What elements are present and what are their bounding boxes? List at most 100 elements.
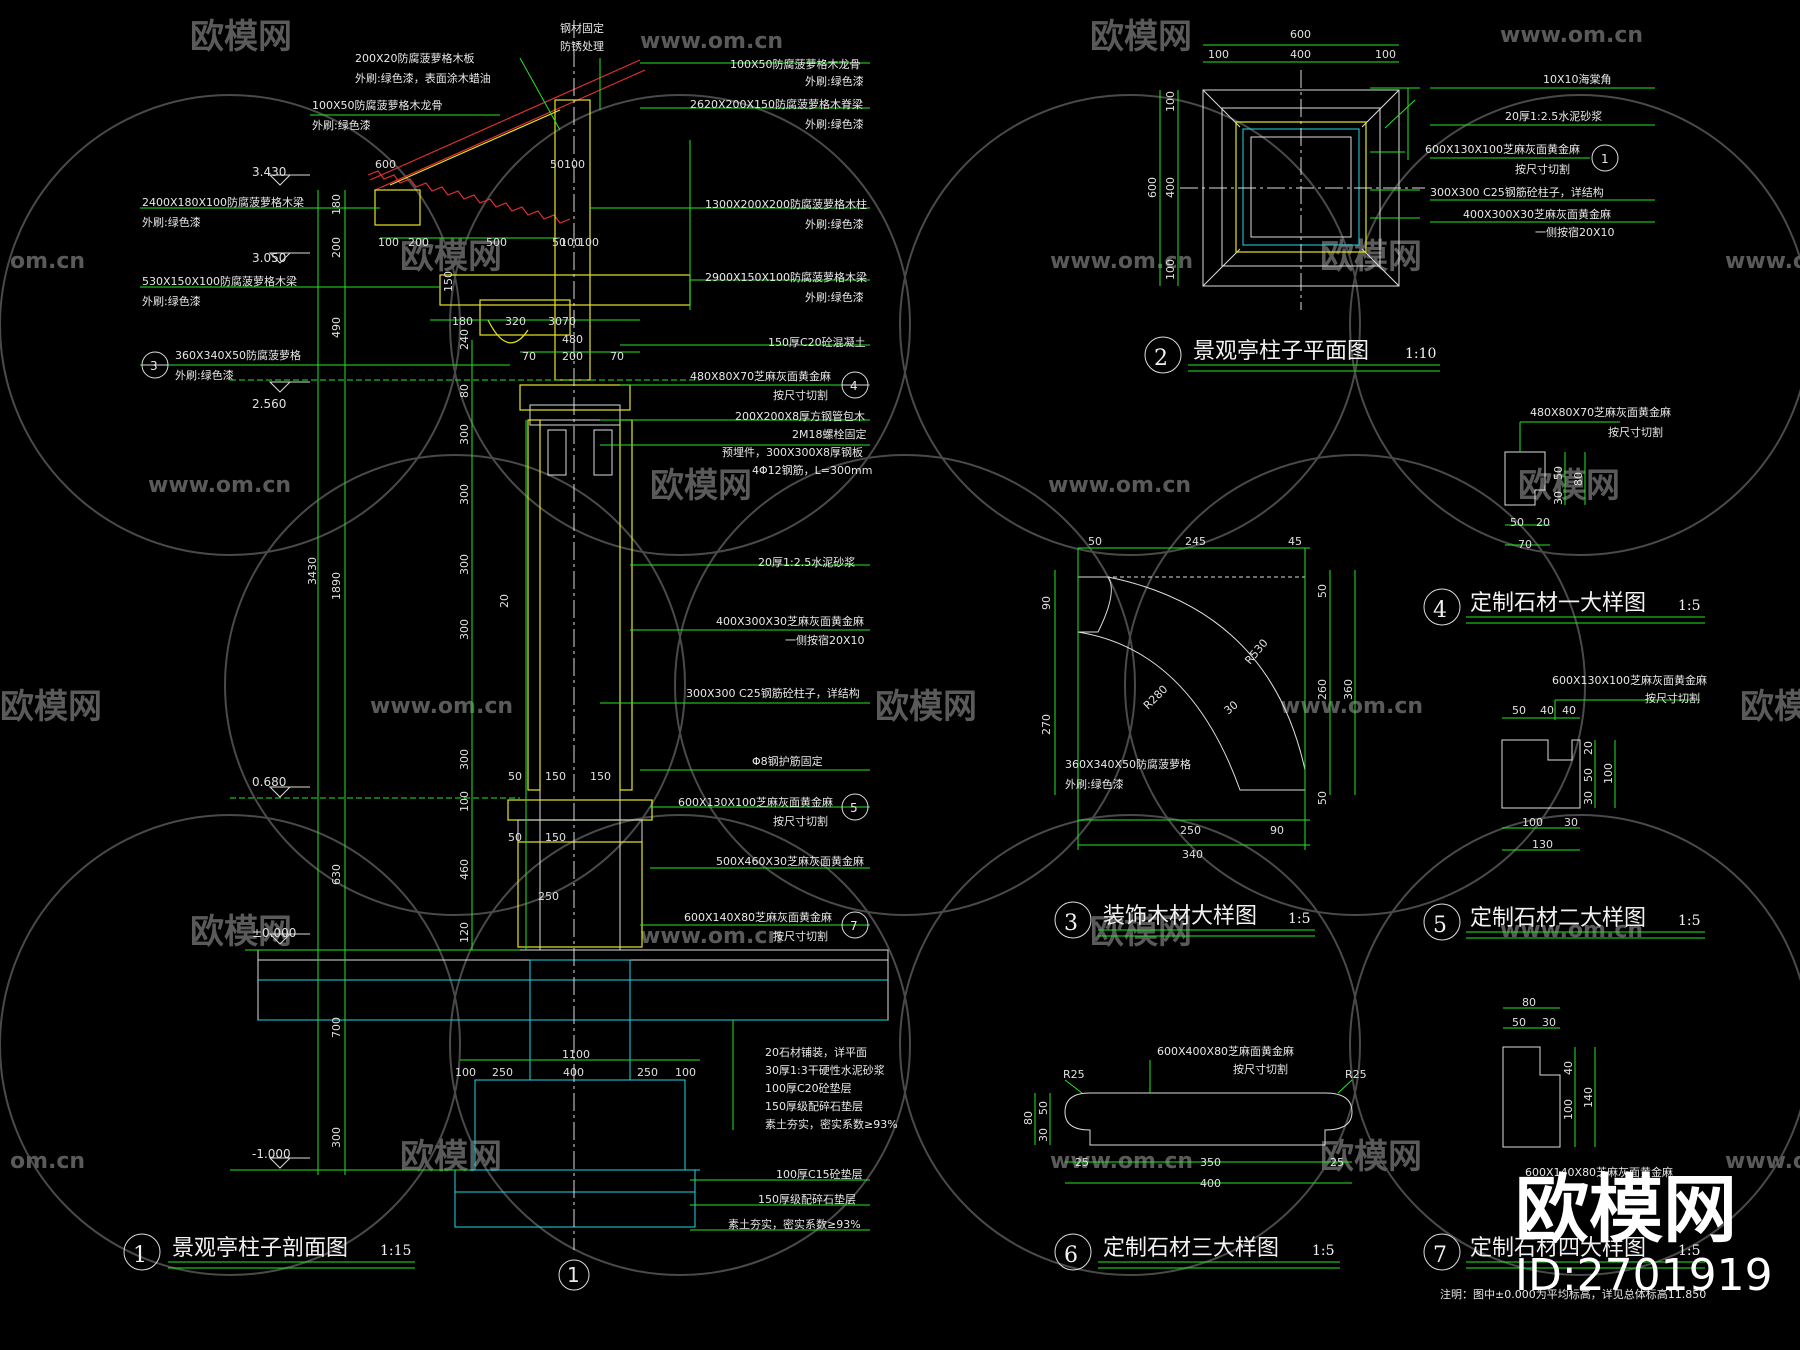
dim-label: 100 xyxy=(1602,763,1615,784)
callout-text: 一侧按宿20X10 xyxy=(1535,225,1615,239)
level-label: 0.680 xyxy=(252,775,286,789)
dim-label: 30 xyxy=(1222,698,1241,717)
watermark-url: om.cn xyxy=(10,249,85,274)
callout-text: 外刷:绿色漆 xyxy=(1065,777,1124,791)
dim-label: 490 xyxy=(330,317,343,338)
callout-text: 外刷:绿色漆 xyxy=(142,215,201,229)
watermark-brand: 欧模网 xyxy=(650,466,752,506)
dim-label: 100 xyxy=(378,236,399,249)
dim-label: 100 xyxy=(1208,48,1229,61)
watermark-brand: 欧模网 xyxy=(875,687,977,727)
dim-label: 100 xyxy=(1164,259,1177,280)
watermark-url: www.om.cn xyxy=(148,473,291,498)
section-callouts-left: 200X20防腐菠萝格木板 外刷:绿色漆，表面涂木蜡油 100X50防腐菠萝格木… xyxy=(142,51,491,382)
dim-label: 300 xyxy=(458,484,471,505)
section-title-number: 1 xyxy=(133,1243,147,1268)
callout-text: 按尺寸切割 xyxy=(773,388,828,402)
detail6-drawing: R25 R25 80 50 30 25 350 25 400 600X400X8… xyxy=(1022,1044,1367,1271)
dim-label: 140 xyxy=(1582,1087,1595,1108)
callout-text: 100厚C15砼垫层 xyxy=(776,1167,863,1181)
dim-label: 150 xyxy=(442,271,455,292)
plan-title-number: 2 xyxy=(1154,346,1168,371)
dim-label: 250 xyxy=(1180,824,1201,837)
callout-text: 按尺寸切割 xyxy=(773,814,828,828)
watermark-logo: 欧模网 ID:2701919 xyxy=(1515,1167,1773,1301)
section-callouts-right: 钢材固定 防锈处理 100X50防腐菠萝格木龙骨 外刷:绿色漆 2620X200… xyxy=(560,21,898,1231)
callout-text: 360X340X50防腐菠萝格 xyxy=(1065,757,1191,771)
callout-text: 4Φ12钢筋，L=300mm xyxy=(752,463,872,477)
ref-number: 4 xyxy=(850,379,858,393)
dim-label: 340 xyxy=(1182,848,1203,861)
dim-label: 180 xyxy=(452,315,473,328)
dim-label: 600 xyxy=(1290,28,1311,41)
dim-label: 400 xyxy=(563,1066,584,1079)
callout-text: 150厚C20砼混凝土 xyxy=(768,335,866,349)
detail3-title-number: 3 xyxy=(1064,911,1078,936)
level-label: 3.430 xyxy=(252,165,286,179)
dim-label: 150 xyxy=(545,831,566,844)
plan-drawing: 1 600 100 400 100 100 400 100 600 10X10海… xyxy=(1144,28,1655,374)
watermark-url: www.om.cn xyxy=(640,29,783,54)
callout-text: 外刷:绿色漆 xyxy=(805,74,864,88)
dim-label: 250 xyxy=(637,1066,658,1079)
dim-label: 50 xyxy=(1512,704,1526,717)
watermark-url: www.om.cn xyxy=(1050,249,1193,274)
dim-label: 600 xyxy=(375,158,396,171)
dim-label: R25 xyxy=(1063,1068,1085,1081)
watermark-url: www.om.cn xyxy=(1500,918,1643,943)
dim-label: 100 xyxy=(578,236,599,249)
dim-label: 80 xyxy=(458,384,471,398)
callout-text: 600X130X100芝麻灰面黄金麻 xyxy=(1552,673,1707,687)
watermark-url: www.om.cn xyxy=(1280,694,1423,719)
dim-label: 50 xyxy=(552,236,566,249)
callout-text: 600X130X100芝麻灰面黄金麻 xyxy=(1425,142,1580,156)
callout-text: 素土夯实，密实系数≥93% xyxy=(728,1217,861,1231)
callout-text: 400X300X30芝麻灰面黄金麻 xyxy=(716,614,864,628)
dim-label: 180 xyxy=(330,194,343,215)
watermark-brand: 欧模网 xyxy=(190,912,292,952)
dim-label: 50100 xyxy=(550,158,585,171)
dim-label: 130 xyxy=(1532,838,1553,851)
dim-label: 30 xyxy=(1552,491,1565,505)
callout-text: 2M18螺栓固定 xyxy=(792,427,867,441)
watermark-brand: 欧模网 xyxy=(1740,687,1800,727)
dim-label: 30 xyxy=(1582,791,1595,805)
detail5-scale: 1:5 xyxy=(1678,913,1701,929)
dim-label: 80 xyxy=(1022,1111,1035,1125)
detail6-title: 定制石材三大样图 xyxy=(1103,1236,1279,1261)
detail4-scale: 1:5 xyxy=(1678,598,1701,614)
dim-label: 40 xyxy=(1562,704,1576,717)
section-levels: 3.430 3.050 2.560 0.680 ±0.000 -1.000 xyxy=(252,165,296,1161)
watermark-brand: 欧模网 xyxy=(1090,912,1192,952)
callout-text: 600X140X80芝麻灰面黄金麻 xyxy=(684,910,832,924)
dim-label: 100 xyxy=(675,1066,696,1079)
callout-text: 外刷:绿色漆 xyxy=(805,117,864,131)
dim-label: 50 xyxy=(1510,516,1524,529)
dim-label: 30 xyxy=(1542,1016,1556,1029)
dim-label: 300 xyxy=(458,749,471,770)
section-vertical-dims: 180 200 490 3430 1890 630 700 300 80 300… xyxy=(306,194,511,1148)
dim-label: 120 xyxy=(458,922,471,943)
callout-text: 外刷:绿色漆 xyxy=(805,217,864,231)
dim-label: 250 xyxy=(492,1066,513,1079)
callout-text: 360X340X50防腐菠萝格 xyxy=(175,348,301,362)
dim-label: 20 xyxy=(1582,741,1595,755)
callout-text: 100厚C20砼垫层 xyxy=(765,1081,852,1095)
dim-label: 500 xyxy=(486,236,507,249)
dim-label: 100 xyxy=(1164,91,1177,112)
dim-label: 300 xyxy=(330,1127,343,1148)
dim-label: 400 xyxy=(1290,48,1311,61)
dim-label: 200 xyxy=(330,237,343,258)
watermark-brand: 欧模网 xyxy=(1518,466,1620,506)
watermark-url: www.om.cn xyxy=(1725,1149,1800,1174)
section-horizontal-dims: 600 100 200 500 50100 50 180 320 3070 48… xyxy=(375,158,696,1079)
dim-label: 45 xyxy=(1288,535,1302,548)
dim-label: 300 xyxy=(458,424,471,445)
callout-text: 600X140X80芝麻灰面黄金麻 xyxy=(1525,1165,1673,1179)
detail5-drawing: 600X130X100芝麻灰面黄金麻 按尺寸切割 50 40 40 20 50 … xyxy=(1423,673,1707,941)
callout-text: 200X20防腐菠萝格木板 xyxy=(355,51,475,65)
callout-text: 100X50防腐菠萝格木龙骨 xyxy=(312,98,443,112)
callout-text: 按尺寸切割 xyxy=(1233,1062,1288,1076)
ref-number: 3 xyxy=(150,359,158,373)
